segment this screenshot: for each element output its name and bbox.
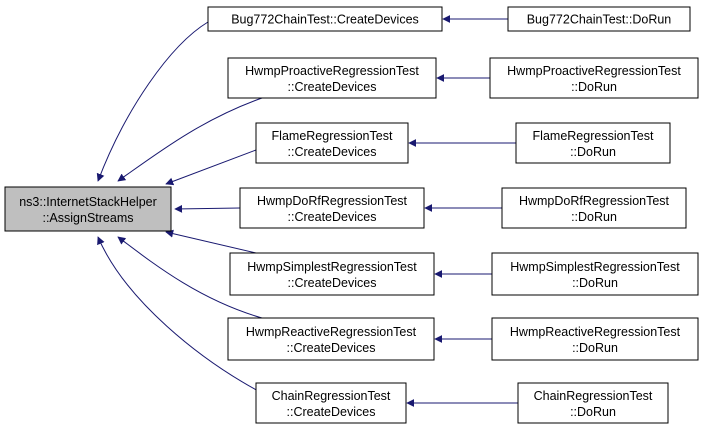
node-hwmpsimplestregressiontest-create-devices[interactable]: HwmpSimplestRegressionTest::CreateDevice… bbox=[229, 252, 435, 296]
node-hwmpproactiveregressiontest-create-devices-box bbox=[227, 57, 437, 99]
edges-layer bbox=[96, 15, 518, 407]
node-hwmpreactiveregressiontest-create-devices-label-1: HwmpReactiveRegressionTest bbox=[246, 325, 417, 339]
node-hwmpsimplestregressiontest-do-run-label-2: ::DoRun bbox=[572, 276, 618, 290]
node-chainregressiontest-create-devices-label-1: ChainRegressionTest bbox=[272, 389, 391, 403]
node-chainregressiontest-do-run-label-2: ::DoRun bbox=[570, 405, 616, 419]
node-flameregressiontest-create-devices-label-2: ::CreateDevices bbox=[288, 145, 377, 159]
node-chainregressiontest-create-devices-box bbox=[255, 382, 407, 424]
node-chainregressiontest-create-devices[interactable]: ChainRegressionTest::CreateDevices bbox=[255, 382, 407, 424]
node-hwmpsimplestregressiontest-do-run-box bbox=[491, 252, 699, 296]
edge-hwmpdorfregressiontest-to-assign-streams bbox=[174, 204, 241, 213]
node-hwmpproactiveregressiontest-create-devices-label-1: HwmpProactiveRegressionTest bbox=[245, 64, 419, 78]
node-assign-streams-label-2: ::AssignStreams bbox=[42, 211, 133, 225]
node-bug772chaintest-createdevices-create-devices-box bbox=[207, 6, 443, 32]
node-hwmpdorfregressiontest-create-devices-label-1: HwmpDoRfRegressionTest bbox=[257, 194, 408, 208]
node-hwmpreactiveregressiontest-do-run-box bbox=[491, 317, 699, 361]
node-flameregressiontest-create-devices-box bbox=[255, 122, 409, 164]
node-flameregressiontest-do-run-label-1: FlameRegressionTest bbox=[533, 129, 654, 143]
edge-hwmpreactiveregressiontest-to-assign-streams bbox=[117, 236, 263, 319]
nodes-layer: ns3::InternetStackHelper::AssignStreams B… bbox=[4, 6, 699, 424]
node-hwmpreactiveregressiontest-create-devices-label-2: ::CreateDevices bbox=[287, 341, 376, 355]
node-hwmpdorfregressiontest-do-run[interactable]: HwmpDoRfRegressionTest::DoRun bbox=[501, 187, 687, 229]
node-hwmpdorfregressiontest-do-run-box bbox=[501, 187, 687, 229]
node-hwmpproactiveregressiontest-do-run-box bbox=[489, 57, 699, 99]
node-flameregressiontest-do-run[interactable]: FlameRegressionTest::DoRun bbox=[515, 122, 671, 164]
node-flameregressiontest-create-devices[interactable]: FlameRegressionTest::CreateDevices bbox=[255, 122, 409, 164]
node-flameregressiontest-create-devices-label-1: FlameRegressionTest bbox=[272, 129, 393, 143]
node-flameregressiontest-do-run-box bbox=[515, 122, 671, 164]
node-hwmpreactiveregressiontest-create-devices-box bbox=[227, 317, 435, 361]
edge-flameregressiontest-to-assign-streams bbox=[165, 149, 257, 186]
node-assign-streams-box bbox=[4, 186, 172, 232]
node-hwmpreactiveregressiontest-do-run-label-2: ::DoRun bbox=[572, 341, 618, 355]
node-bug772chaintest-dorun-do-run[interactable]: Bug772ChainTest::DoRun bbox=[507, 6, 691, 32]
node-hwmpdorfregressiontest-do-run-label-1: HwmpDoRfRegressionTest bbox=[519, 194, 670, 208]
node-hwmpproactiveregressiontest-do-run-label-1: HwmpProactiveRegressionTest bbox=[507, 64, 681, 78]
node-hwmpreactiveregressiontest-do-run[interactable]: HwmpReactiveRegressionTest::DoRun bbox=[491, 317, 699, 361]
node-bug772chaintest-createdevices-create-devices-label-1: Bug772ChainTest::CreateDevices bbox=[231, 13, 419, 27]
node-hwmpproactiveregressiontest-do-run-label-2: ::DoRun bbox=[571, 80, 617, 94]
node-hwmpsimplestregressiontest-create-devices-box bbox=[229, 252, 435, 296]
node-hwmpproactiveregressiontest-create-devices[interactable]: HwmpProactiveRegressionTest::CreateDevic… bbox=[227, 57, 437, 99]
node-chainregressiontest-do-run[interactable]: ChainRegressionTest::DoRun bbox=[517, 382, 669, 424]
node-hwmpproactiveregressiontest-do-run[interactable]: HwmpProactiveRegressionTest::DoRun bbox=[489, 57, 699, 99]
node-hwmpreactiveregressiontest-do-run-label-1: HwmpReactiveRegressionTest bbox=[510, 325, 681, 339]
node-bug772chaintest-dorun-do-run-box bbox=[507, 6, 691, 32]
node-hwmpdorfregressiontest-create-devices-label-2: ::CreateDevices bbox=[288, 210, 377, 224]
node-hwmpreactiveregressiontest-create-devices[interactable]: HwmpReactiveRegressionTest::CreateDevice… bbox=[227, 317, 435, 361]
node-hwmpsimplestregressiontest-create-devices-label-2: ::CreateDevices bbox=[288, 276, 377, 290]
node-flameregressiontest-do-run-label-2: ::DoRun bbox=[570, 145, 616, 159]
node-chainregressiontest-do-run-box bbox=[517, 382, 669, 424]
edge-bug772chaintest-createdevices-to-assign-streams bbox=[96, 21, 209, 182]
edge-chainregressiontest-to-assign-streams bbox=[97, 236, 263, 394]
node-hwmpsimplestregressiontest-do-run[interactable]: HwmpSimplestRegressionTest::DoRun bbox=[491, 252, 699, 296]
node-hwmpsimplestregressiontest-do-run-label-1: HwmpSimplestRegressionTest bbox=[510, 260, 680, 274]
node-bug772chaintest-dorun-do-run-label-1: Bug772ChainTest::DoRun bbox=[527, 13, 672, 27]
edge-hwmpproactiveregressiontest-to-assign-streams bbox=[117, 97, 263, 182]
node-hwmpdorfregressiontest-create-devices-box bbox=[239, 187, 425, 229]
node-chainregressiontest-do-run-label-1: ChainRegressionTest bbox=[534, 389, 653, 403]
node-hwmpdorfregressiontest-create-devices[interactable]: HwmpDoRfRegressionTest::CreateDevices bbox=[239, 187, 425, 229]
node-hwmpdorfregressiontest-do-run-label-2: ::DoRun bbox=[571, 210, 617, 224]
node-assign-streams[interactable]: ns3::InternetStackHelper::AssignStreams bbox=[4, 186, 172, 232]
edge-hwmpsimplestregressiontest-to-assign-streams bbox=[165, 229, 257, 254]
node-assign-streams-label-1: ns3::InternetStackHelper bbox=[19, 195, 157, 209]
node-chainregressiontest-create-devices-label-2: ::CreateDevices bbox=[287, 405, 376, 419]
node-bug772chaintest-createdevices-create-devices[interactable]: Bug772ChainTest::CreateDevices bbox=[207, 6, 443, 32]
node-hwmpsimplestregressiontest-create-devices-label-1: HwmpSimplestRegressionTest bbox=[247, 260, 417, 274]
node-hwmpproactiveregressiontest-create-devices-label-2: ::CreateDevices bbox=[288, 80, 377, 94]
